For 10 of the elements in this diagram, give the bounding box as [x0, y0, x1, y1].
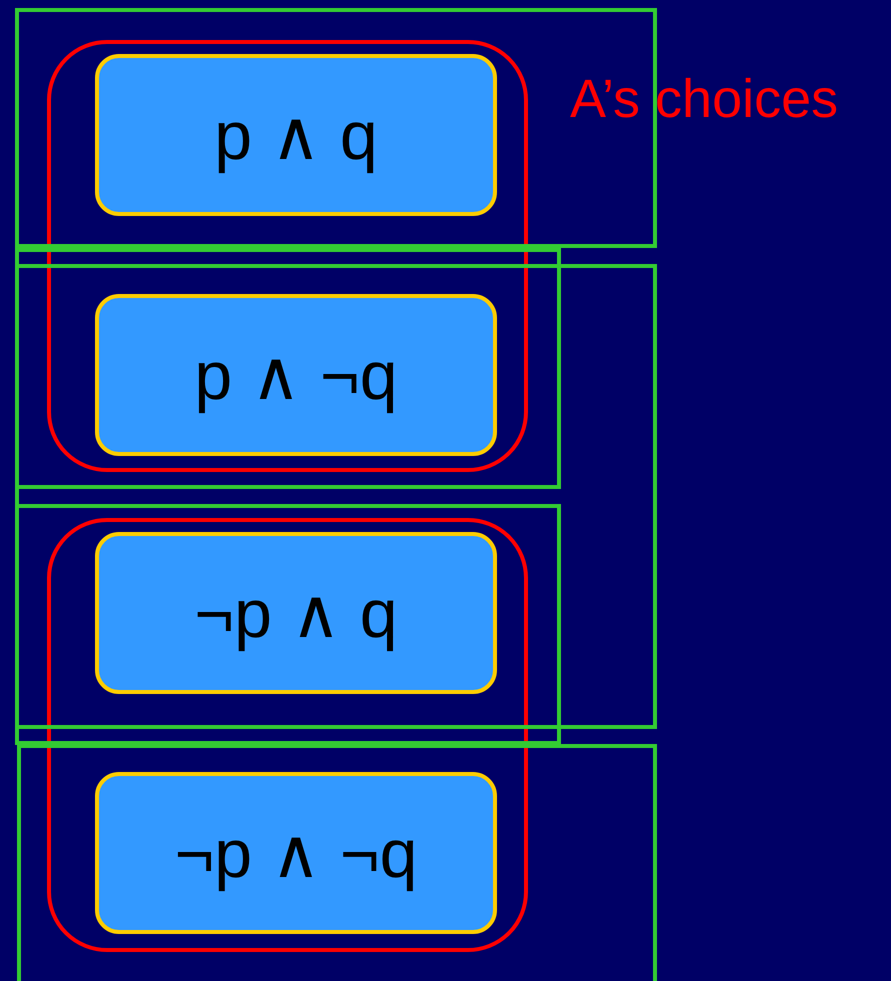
formula: ¬p ∧ q — [194, 574, 398, 652]
formula: p ∧ ¬q — [194, 336, 398, 414]
formula-card — [95, 772, 497, 934]
selection-frame — [15, 8, 657, 248]
formula: p ∧ q — [214, 96, 378, 174]
formula: ¬p ∧ ¬q — [174, 814, 418, 892]
formula-card — [95, 54, 497, 216]
group-caption: A’s choices — [570, 68, 838, 130]
selection-frame — [15, 504, 561, 745]
selection-frame — [17, 744, 657, 981]
